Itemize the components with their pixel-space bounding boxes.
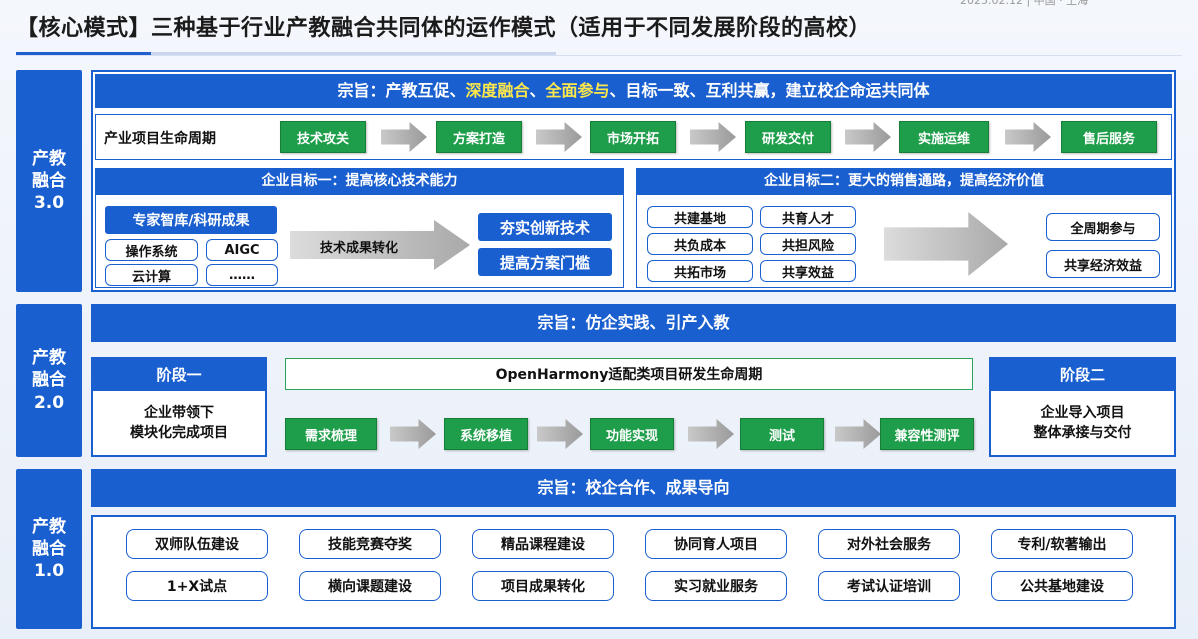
l1-item: 1+X试点: [126, 571, 268, 601]
l3-goal1-item: 操作系统: [105, 239, 198, 261]
l3-step-ops: 实施运维: [899, 121, 989, 153]
l1-item: 项目成果转化: [472, 571, 614, 601]
l2-step: 测试: [740, 418, 824, 450]
l3-goal2-item: 共建基地: [647, 206, 753, 228]
l3-mission-highlight-2: 全面参与: [545, 81, 610, 100]
level-2-label: 产教 融合 2.0: [16, 304, 82, 457]
l2-step: 兼容性测评: [880, 418, 974, 450]
l1-item: 协同育人项目: [645, 529, 787, 559]
l3-goal1-output: 夯实创新技术: [478, 213, 612, 241]
l2-step: 系统移植: [444, 418, 528, 450]
header-meta: 2025.02.12 | 中国 · 上海: [960, 0, 1089, 7]
title-divider: [16, 55, 1182, 56]
l1-item: 横向课题建设: [299, 571, 441, 601]
title-underline: [16, 52, 556, 55]
l3-goal1-item: ……: [206, 264, 278, 286]
level-1-label: 产教 融合 1.0: [16, 469, 82, 629]
l3-goal1-item: AIGC: [206, 239, 278, 261]
l1-item: 实习就业服务: [645, 571, 787, 601]
l3-goal1-output: 提高方案门槛: [478, 248, 612, 276]
l1-item: 专利/软著输出: [991, 529, 1133, 559]
l2-stage2-title: 阶段二: [991, 359, 1174, 391]
l3-lifecycle-label: 产业项目生命周期: [104, 131, 216, 147]
l2-lifecycle-title: OpenHarmony适配类项目研发生命周期: [285, 358, 973, 390]
arrow-right-icon: [835, 419, 881, 449]
l3-goal1-transfer: 技术成果转化: [320, 241, 399, 256]
l3-mission-sep: 、: [529, 81, 546, 100]
l3-goal2-title: 企业目标二：更大的销售通路，提高经济价值: [637, 169, 1171, 195]
l3-step-tech: 技术攻关: [280, 121, 366, 153]
l3-goal1-source: 专家智库/科研成果: [105, 206, 277, 234]
l2-step: 需求梳理: [285, 418, 377, 450]
l3-goal2-item: 共育人才: [760, 206, 856, 228]
l3-step-delivery: 研发交付: [745, 121, 831, 153]
l3-mission-banner: 宗旨：产教互促、深度融合、全面参与、目标一致、互利共赢，建立校企命运共同体: [95, 74, 1172, 108]
arrow-right-icon: [688, 419, 734, 449]
l3-step-plan: 方案打造: [436, 121, 522, 153]
arrow-right-icon: [390, 419, 436, 449]
l2-stage2-desc: 企业导入项目 整体承接与交付: [1033, 405, 1132, 441]
l3-goal2-item: 共负成本: [647, 233, 753, 255]
l3-mission-suffix: 、目标一致、互利共赢，建立校企命运共同体: [609, 81, 930, 100]
l3-goal2-output: 全周期参与: [1046, 213, 1160, 241]
l1-item: 技能竞赛夺奖: [299, 529, 441, 559]
l3-goal1-title: 企业目标一：提高核心技术能力: [96, 169, 623, 195]
l3-step-aftersales: 售后服务: [1061, 121, 1157, 153]
l1-item: 双师队伍建设: [126, 529, 268, 559]
page-title: 【核心模式】三种基于行业产教融合共同体的运作模式（适用于不同发展阶段的高校）: [16, 16, 872, 41]
arrow-right-icon: [537, 419, 583, 449]
l3-goal2-item: 共担风险: [760, 233, 856, 255]
l1-item: 考试认证培训: [818, 571, 960, 601]
l2-stage1-desc: 企业带领下 模块化完成项目: [130, 405, 228, 441]
l2-step: 功能实现: [590, 418, 674, 450]
l1-mission-banner: 宗旨：校企合作、成果导向: [91, 469, 1176, 507]
l3-mission-highlight-1: 深度融合: [465, 81, 530, 100]
l1-item: 对外社会服务: [818, 529, 960, 559]
l2-stage1-title: 阶段一: [93, 359, 265, 391]
l3-goal2-item: 共享效益: [760, 260, 856, 282]
l3-goal1-item: 云计算: [105, 264, 198, 286]
level-3-label: 产教 融合 3.0: [16, 70, 82, 292]
l2-mission-banner: 宗旨：仿企实践、引产入教: [91, 304, 1176, 342]
l3-step-market: 市场开拓: [590, 121, 676, 153]
l1-item: 精品课程建设: [472, 529, 614, 559]
l3-mission-prefix: 宗旨：产教互促、: [337, 81, 466, 100]
l3-goal2-item: 共拓市场: [647, 260, 753, 282]
l1-item: 公共基地建设: [991, 571, 1133, 601]
l3-goal2-output: 共享经济效益: [1046, 250, 1160, 278]
